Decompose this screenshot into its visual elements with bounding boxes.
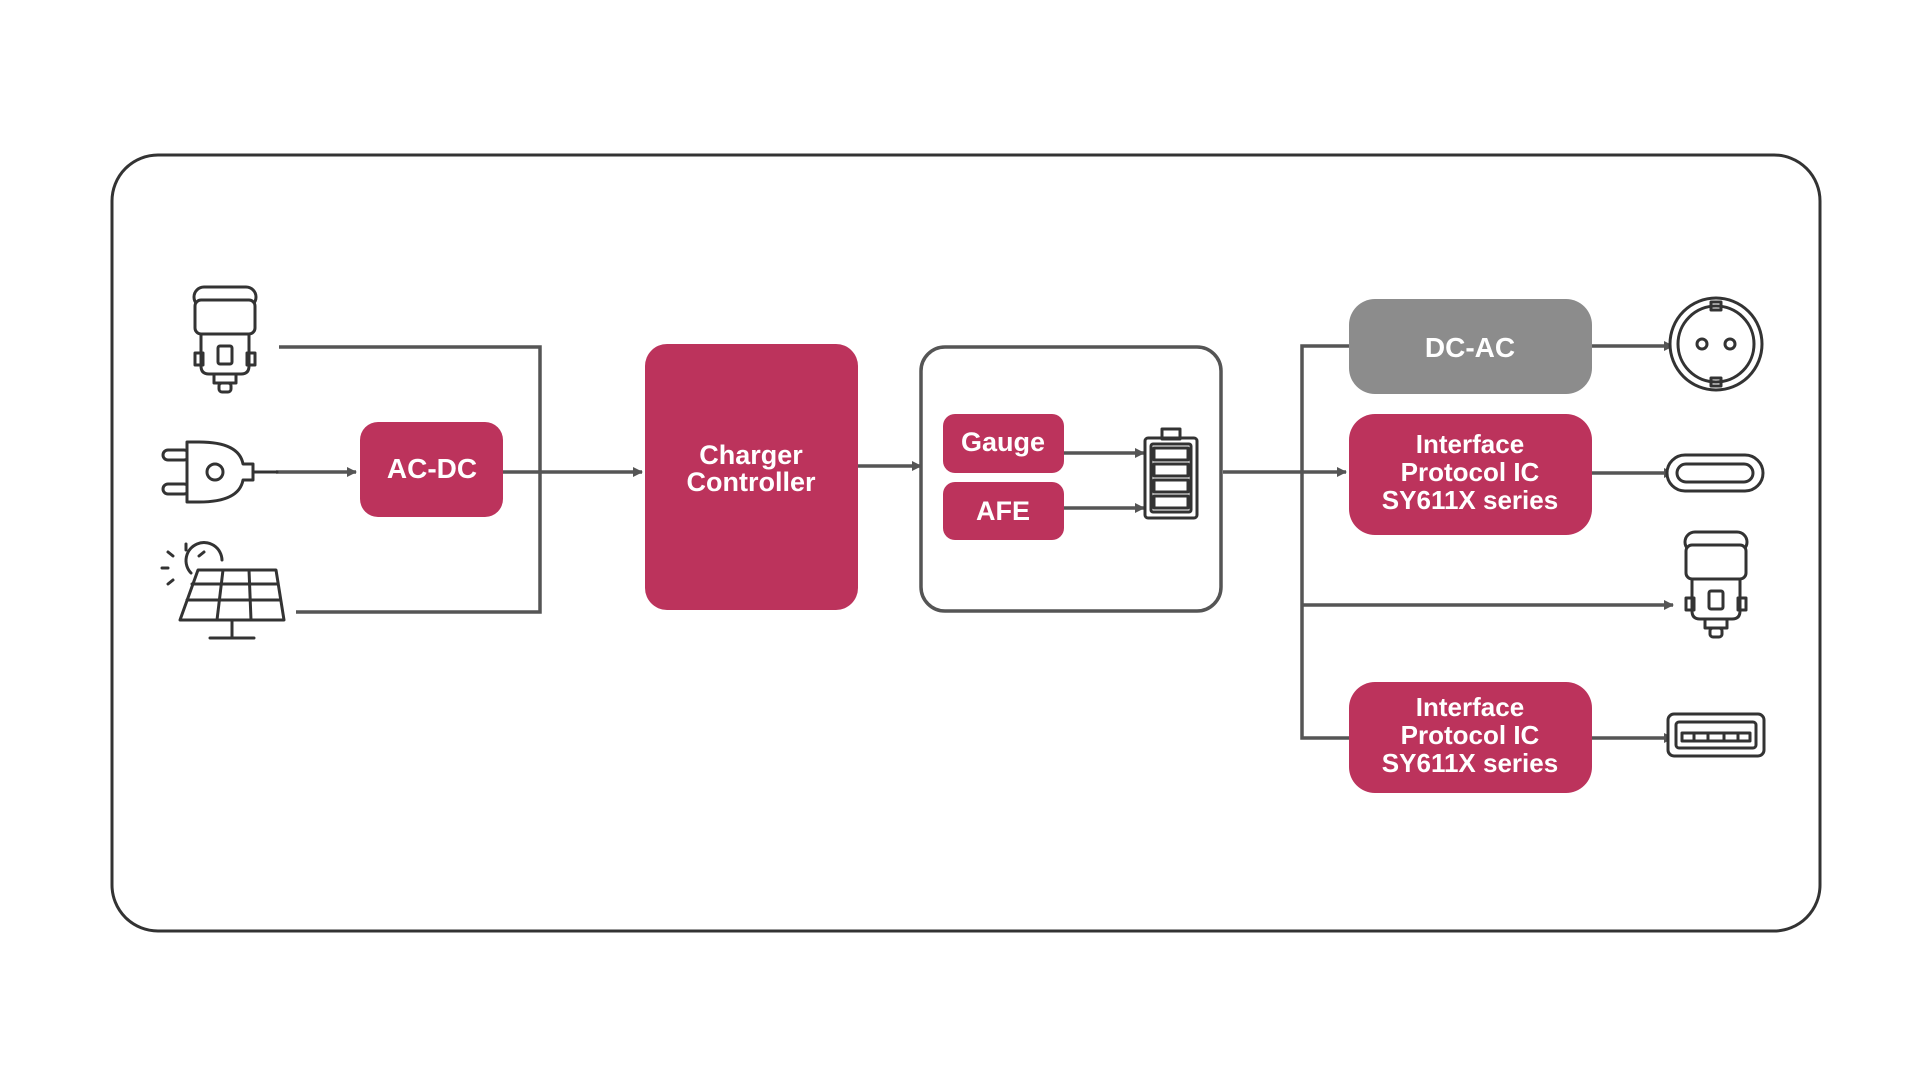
dc-ac-label: DC-AC	[1425, 332, 1515, 363]
car-charger-output-icon	[1683, 530, 1749, 639]
battery-pack-frame	[919, 345, 1223, 613]
charger-label-line1: Charger	[699, 440, 803, 470]
ac-plug-icon	[161, 440, 279, 504]
afe-label: AFE	[976, 496, 1030, 526]
ac-dc-label: AC-DC	[387, 453, 477, 484]
line-output-bus	[1300, 344, 1349, 740]
usb-a-port-icon	[1666, 712, 1766, 758]
connector-lines	[276, 341, 1674, 743]
gauge-label: Gauge	[961, 427, 1045, 457]
protocol1-label-line3: SY611X series	[1382, 485, 1558, 515]
interface-protocol-ic-block-2: Interface Protocol IC SY611X series	[1349, 682, 1592, 793]
battery-icon	[1143, 427, 1199, 520]
protocol1-label-line1: Interface	[1416, 429, 1524, 459]
charger-controller-block: Charger Controller	[645, 344, 858, 610]
car-charger-icon	[192, 285, 258, 394]
afe-block: AFE	[943, 482, 1064, 540]
outer-frame	[110, 153, 1822, 933]
usb-c-port-icon	[1665, 453, 1765, 493]
ac-outlet-icon	[1668, 296, 1764, 392]
charger-label-line2: Controller	[686, 467, 815, 497]
solar-panel-icon	[160, 541, 286, 640]
ac-dc-block: AC-DC	[360, 422, 503, 517]
line-car-input	[279, 345, 542, 614]
interface-protocol-ic-block-1: Interface Protocol IC SY611X series	[1349, 414, 1592, 535]
protocol2-label-line1: Interface	[1416, 692, 1524, 722]
gauge-block: Gauge	[943, 414, 1064, 473]
dc-ac-block: DC-AC	[1349, 299, 1592, 394]
battery-pack-group: Gauge AFE	[919, 345, 1223, 613]
protocol2-label-line2: Protocol IC	[1401, 720, 1540, 750]
protocol2-label-line3: SY611X series	[1382, 748, 1558, 778]
protocol1-label-line2: Protocol IC	[1401, 457, 1540, 487]
